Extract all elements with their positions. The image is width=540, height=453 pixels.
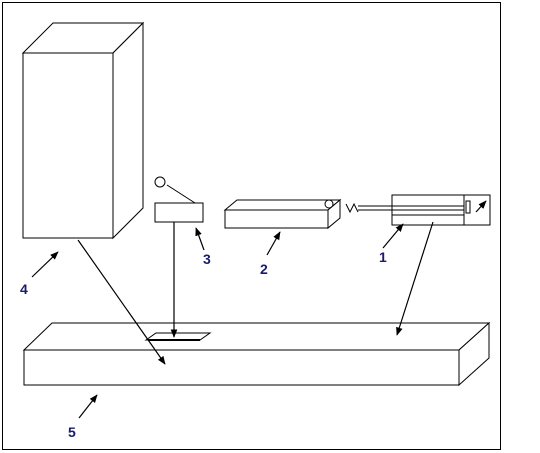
pointer-arrow-5: [78, 394, 98, 419]
pointer-arrow-1: [382, 223, 404, 249]
label-1: 1: [379, 249, 387, 265]
actuator-assembly: [345, 194, 491, 226]
connector-arrow-actuator-to-base: [396, 221, 434, 336]
connector-arrow-cabinet-to-base: [77, 239, 166, 365]
base-box: [22, 321, 491, 387]
label-3: 3: [203, 251, 211, 267]
pointer-arrow-4: [31, 251, 59, 278]
label-2: 2: [260, 261, 268, 277]
lever-box: [154, 176, 204, 223]
pointer-arrow-3: [195, 227, 205, 251]
diagram-frame: [2, 2, 501, 450]
label-4: 4: [20, 281, 28, 297]
flat-box: [223, 198, 342, 230]
cabinet-box: [21, 21, 145, 240]
label-5: 5: [68, 424, 76, 440]
pointer-arrow-2: [266, 231, 281, 256]
